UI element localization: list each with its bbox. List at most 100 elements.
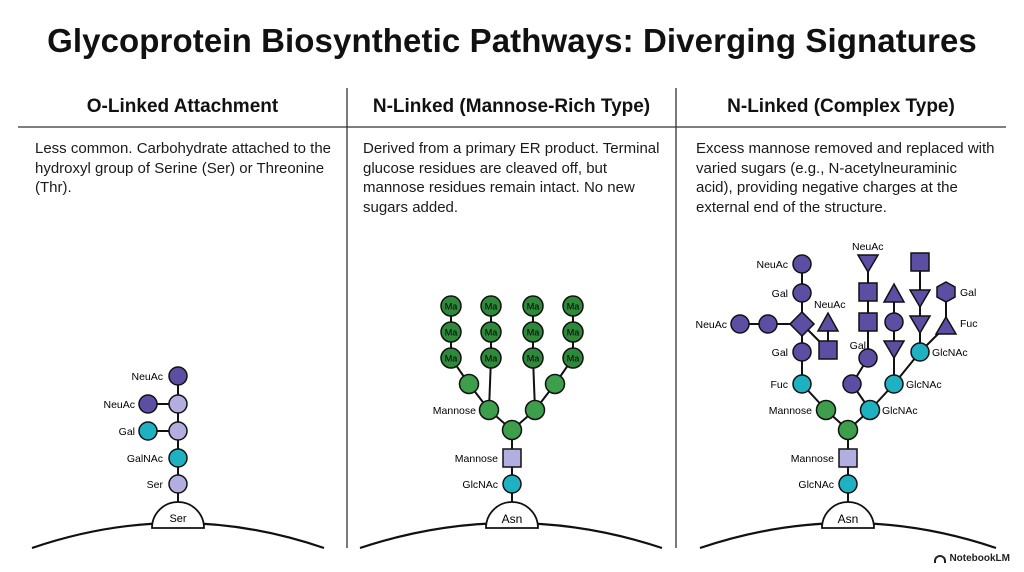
ser-anchor-label: Ser — [169, 513, 186, 525]
ma-label: Ma — [485, 328, 498, 338]
page-title: Glycoprotein Biosynthetic Pathways: Dive… — [47, 22, 977, 59]
asn-anchor-label-2: Asn — [838, 512, 859, 526]
cx-square-residue — [818, 340, 838, 360]
cx-fuc-triangle — [934, 315, 958, 335]
cx-gal-top-residue — [792, 283, 812, 303]
o-neuac-branch-residue — [138, 394, 158, 414]
asn-anchor-mannose-rich — [485, 501, 539, 529]
description-n-linked-complex: Excess mannose removed and replaced with… — [696, 140, 995, 216]
o-linked-structure: Ser NeuAc NeuAc Gal GalNAc Ser — [31, 366, 325, 550]
cx-label-gal-top: Gal — [772, 288, 788, 300]
cx-fuc-residue — [792, 374, 812, 394]
o-chain-residue-2 — [168, 394, 188, 414]
heading-n-linked-mannose: N-Linked (Mannose-Rich Type) — [372, 96, 651, 117]
o-label-gal: Gal — [119, 426, 135, 438]
cx-neuac-top-residue — [792, 254, 812, 274]
mr-label-mannose-square: Mannose — [455, 453, 498, 465]
mannose-rich-structure: Asn Ma — [359, 295, 663, 550]
mr-branch-right — [524, 399, 546, 421]
cx-side-residue-1 — [758, 314, 778, 334]
ma-label: Ma — [527, 354, 540, 364]
cx-gal-mid-residue — [858, 348, 878, 368]
ma-label: Ma — [567, 354, 580, 364]
ma-label: Ma — [527, 302, 540, 312]
mr-ma-col-2: Ma Ma Ma — [480, 295, 502, 369]
cx-core-mannose — [837, 419, 859, 441]
ma-label: Ma — [485, 354, 498, 364]
description-o-linked: Less common. Carbohydrate attached to th… — [35, 140, 332, 196]
cx-label-neuac-side: NeuAc — [695, 319, 727, 331]
o-ser-residue — [168, 474, 188, 494]
mr-core-mannose — [501, 419, 523, 441]
cx-side-neuac-residue — [730, 314, 750, 334]
cx-mid-triangle — [882, 282, 906, 303]
heading-o-linked: O-Linked Attachment — [86, 96, 279, 117]
heading-n-linked-complex: N-Linked (Complex Type) — [727, 96, 955, 117]
brand-label: NotebookLM — [949, 553, 1010, 564]
mr-node-right — [544, 373, 566, 395]
cx-label-fuc-right: Fuc — [960, 318, 978, 330]
cx-label-neuac-mid: NeuAc — [852, 241, 884, 253]
mannose-rich-bonds — [450, 306, 574, 502]
mr-mannose-square — [502, 448, 522, 468]
ser-anchor — [151, 501, 205, 529]
asn-anchor-label-1: Asn — [502, 512, 523, 526]
cx-mid-inverted-triangle — [882, 340, 906, 360]
mr-branch-left — [478, 399, 500, 421]
cx-mid-residue — [842, 374, 862, 394]
mr-ma-grid: Ma Ma Ma Ma Ma Ma Ma Ma Ma — [440, 295, 584, 369]
cx-neuac-inverted-triangle — [856, 254, 880, 274]
brand-watermark: NotebookLM — [934, 553, 1010, 564]
ma-label: Ma — [445, 328, 458, 338]
cx-neuac-triangle — [816, 311, 840, 332]
o-label-galnac: GalNAc — [127, 453, 163, 465]
cx-right-inverted-triangle-2 — [908, 289, 932, 309]
notebooklm-logo-icon — [934, 554, 947, 563]
cx-gal-hexagon — [936, 281, 956, 303]
ma-label: Ma — [527, 328, 540, 338]
description-n-linked-mannose: Derived from a primary ER product. Termi… — [363, 140, 660, 216]
mr-label-glcnac: GlcNAc — [462, 479, 498, 491]
mr-label-mannose: Mannose — [433, 405, 476, 417]
cx-glcnac-mid-residue — [884, 374, 904, 394]
cx-mannose-left — [815, 399, 837, 421]
cx-glcnac-right — [859, 399, 881, 421]
mr-ma-col-3: Ma Ma Ma — [522, 295, 544, 369]
ma-label: Ma — [567, 328, 580, 338]
cx-label-neuac-top: NeuAc — [756, 259, 788, 271]
mr-ma-col-4: Ma Ma Ma — [562, 295, 584, 369]
o-gal-branch-residue — [138, 421, 158, 441]
o-chain-residue-3 — [168, 421, 188, 441]
ma-label: Ma — [485, 302, 498, 312]
cx-label-glcnac-core: GlcNAc — [798, 479, 834, 491]
complex-structure: Asn — [695, 241, 997, 550]
o-label-ser: Ser — [147, 479, 164, 491]
mr-ma-col-1: Ma Ma Ma — [440, 295, 462, 369]
asn-anchor-complex — [821, 501, 875, 529]
ma-label: Ma — [445, 354, 458, 364]
o-neuac-top-residue — [168, 366, 188, 386]
cx-mannose-square — [838, 448, 858, 468]
ma-label: Ma — [567, 302, 580, 312]
cx-right-square — [910, 252, 930, 272]
cx-label-mannose-square: Mannose — [791, 453, 834, 465]
o-galnac-residue — [168, 448, 188, 468]
cx-label-glcnac-far: GlcNAc — [932, 347, 968, 359]
ma-label: Ma — [445, 302, 458, 312]
cx-right-inverted-triangle — [908, 315, 932, 335]
mr-node-left — [458, 373, 480, 395]
cx-label-fuc-left: Fuc — [770, 379, 788, 391]
mr-glcnac-residue — [502, 474, 522, 494]
cx-mid-circle — [884, 312, 904, 332]
cx-mid-square-1 — [858, 312, 878, 332]
cx-gal-left-residue — [792, 342, 812, 362]
cx-label-gal-right: Gal — [960, 287, 976, 299]
cx-label-glcnac-right: GlcNAc — [882, 405, 918, 417]
cx-label-gal-left: Gal — [772, 347, 788, 359]
cx-label-gal-mid: Gal — [850, 340, 866, 352]
cx-diamond-residue — [788, 310, 816, 338]
cx-glcnac-residue — [838, 474, 858, 494]
cx-label-neuac-triangle: NeuAc — [814, 299, 846, 311]
